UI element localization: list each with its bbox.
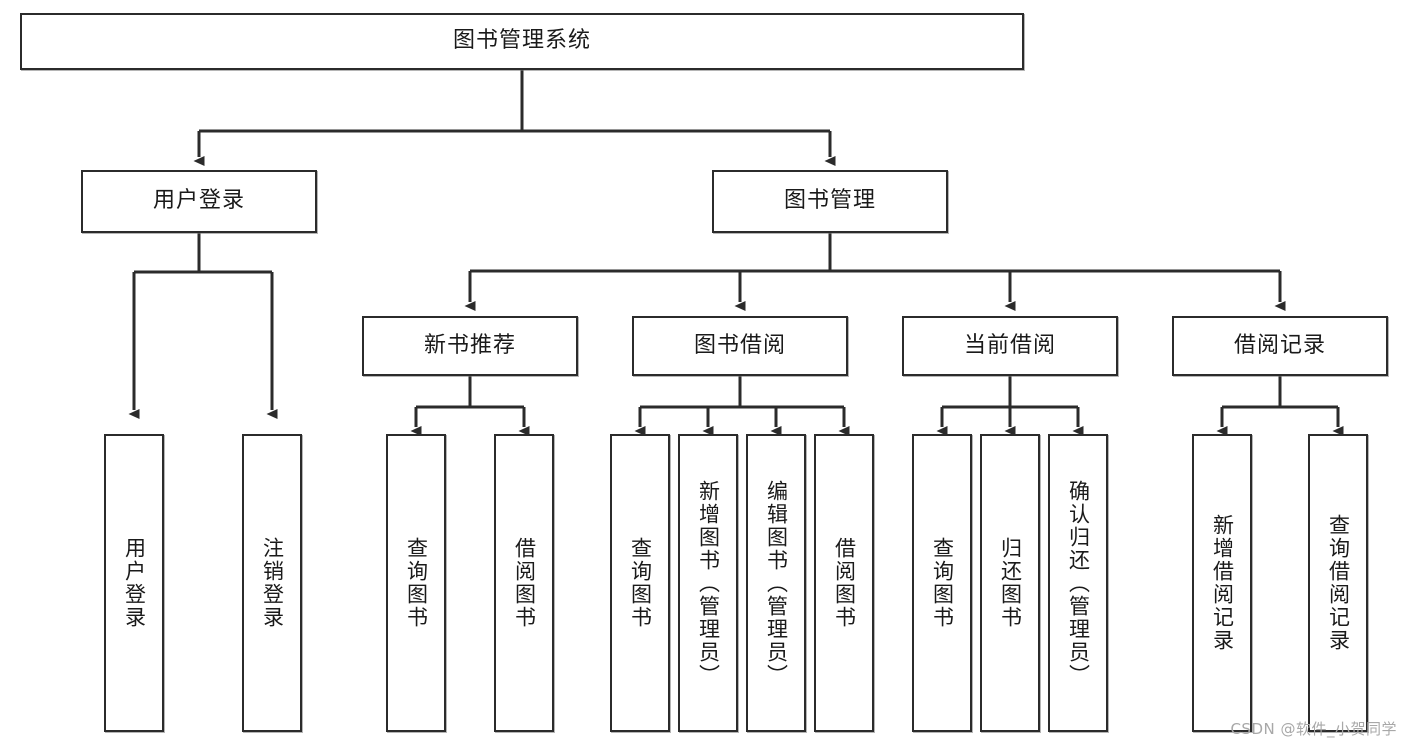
node-label: 借阅记录: [1233, 332, 1326, 358]
leaf-query-book-borrow[interactable]: 查询图书: [610, 434, 670, 732]
leaf-add-book-admin[interactable]: 新增图书（管理员）: [678, 434, 738, 732]
leaf-query-book-recommend[interactable]: 查询图书: [386, 434, 446, 732]
leaf-query-book-current[interactable]: 查询图书: [912, 434, 972, 732]
leaf-borrow-book-borrow[interactable]: 借阅图书: [814, 434, 874, 732]
leaf-borrow-book-recommend[interactable]: 借阅图书: [494, 434, 554, 732]
node-root-book-management-system[interactable]: 图书管理系统: [20, 13, 1024, 70]
leaf-return-book[interactable]: 归还图书: [980, 434, 1040, 732]
node-label: 图书借阅: [693, 332, 786, 358]
leaf-query-borrow-record[interactable]: 查询借阅记录: [1308, 434, 1368, 732]
csdn-watermark: CSDN @软件_小贺同学: [1230, 720, 1397, 738]
node-new-book-recommend[interactable]: 新书推荐: [362, 316, 578, 376]
node-label: 图书管理系统: [452, 28, 591, 54]
node-book-borrow[interactable]: 图书借阅: [632, 316, 848, 376]
leaf-add-borrow-record[interactable]: 新增借阅记录: [1192, 434, 1252, 732]
node-label: 注销登录: [260, 537, 285, 629]
node-current-borrow[interactable]: 当前借阅: [902, 316, 1118, 376]
node-user-login[interactable]: 用户登录: [81, 170, 317, 233]
node-label: 查询借阅记录: [1326, 514, 1351, 652]
node-label: 借阅图书: [832, 537, 857, 629]
node-label: 新增图书（管理员）: [696, 479, 721, 687]
node-label: 借阅图书: [512, 537, 537, 629]
node-label: 归还图书: [998, 537, 1023, 629]
node-label: 用户登录: [152, 188, 245, 214]
node-label: 查询图书: [404, 537, 429, 629]
node-label: 查询图书: [628, 537, 653, 629]
node-label: 用户登录: [122, 537, 147, 629]
node-label: 确认归还（管理员）: [1066, 479, 1091, 687]
node-label: 编辑图书（管理员）: [764, 479, 789, 687]
node-label: 查询图书: [930, 537, 955, 629]
leaf-edit-book-admin[interactable]: 编辑图书（管理员）: [746, 434, 806, 732]
leaf-user-login[interactable]: 用户登录: [104, 434, 164, 732]
node-label: 图书管理: [783, 188, 876, 214]
leaf-confirm-return-admin[interactable]: 确认归还（管理员）: [1048, 434, 1108, 732]
node-book-management[interactable]: 图书管理: [712, 170, 948, 233]
node-label: 新增借阅记录: [1210, 514, 1235, 652]
node-label: 当前借阅: [963, 332, 1056, 358]
node-label: 新书推荐: [423, 332, 516, 358]
leaf-logout-login[interactable]: 注销登录: [242, 434, 302, 732]
node-borrow-record[interactable]: 借阅记录: [1172, 316, 1388, 376]
